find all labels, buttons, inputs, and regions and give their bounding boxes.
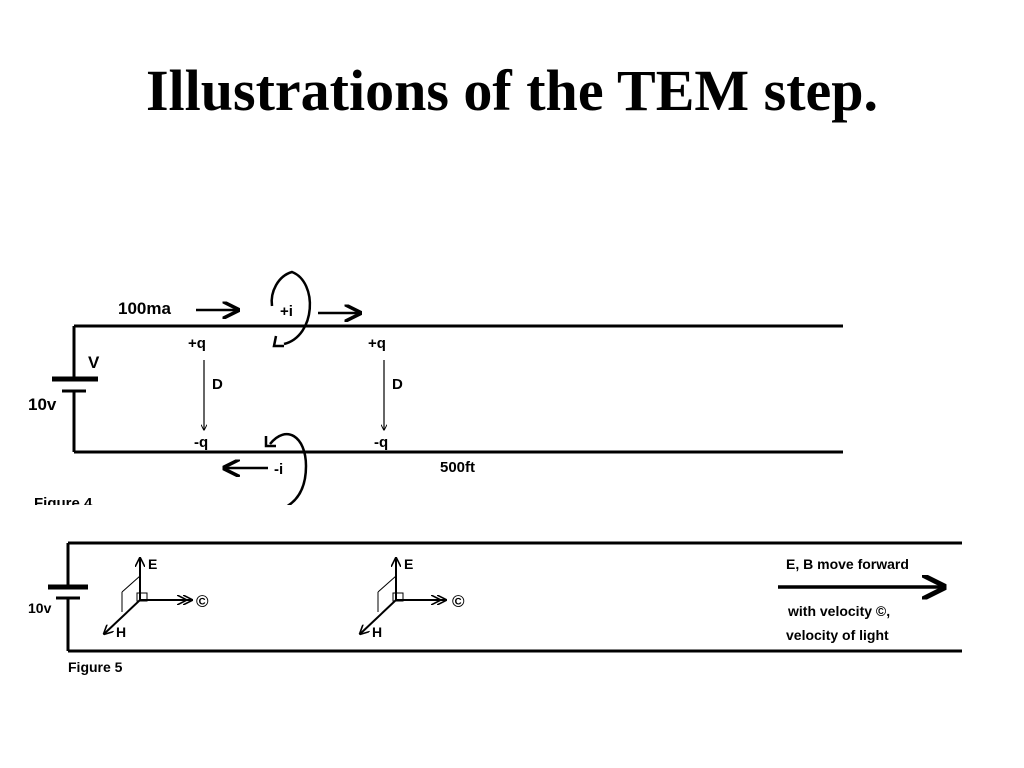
battery-icon (52, 376, 98, 393)
length-label: 500ft (440, 459, 475, 476)
forward-text: E, B move forward (786, 556, 909, 572)
loop-bottom-arrowhead-icon (264, 436, 276, 448)
battery-voltage-5: 10v (28, 600, 52, 616)
battery-label: V (88, 353, 100, 372)
battery-5-icon (48, 584, 88, 600)
corner-box-2 (392, 592, 404, 602)
slide-title: Illustrations of the TEM step. (145, 58, 879, 123)
e-label-2: E (404, 556, 413, 572)
e-label-1: E (148, 556, 157, 572)
minus-q-left: -q (194, 434, 208, 451)
plus-i-label: +i (280, 303, 293, 320)
figure-5: 10v E H © E H © E, B mov (28, 541, 962, 675)
figure-4: V 10v 100ma +i +q D -q +q D -q -i B 500f… (28, 270, 843, 522)
minus-q-right: -q (374, 434, 388, 451)
c-label-1: © (196, 592, 209, 611)
minus-i-label: -i (274, 461, 283, 478)
velocity-text: with velocity ©, (787, 603, 890, 619)
current-label: 100ma (118, 299, 171, 318)
plus-q-right: +q (368, 335, 386, 352)
figure-4-caption: Figure 4 (34, 495, 93, 512)
b-partial-label: B (302, 505, 313, 522)
c-label-2: © (452, 592, 465, 611)
h-arrow-1-icon (104, 599, 141, 634)
d-label-left: D (212, 376, 223, 393)
h-label-2: H (372, 624, 382, 640)
h-arrow-2-icon (360, 599, 397, 634)
battery-voltage: 10v (28, 395, 57, 414)
loop-top-arrowhead-icon (272, 335, 284, 348)
field-axes-1: E H © (104, 556, 209, 640)
h-label-1: H (116, 624, 126, 640)
corner-box-1 (136, 592, 148, 602)
field-axes-2: E H © (360, 556, 465, 640)
figure-5-caption: Figure 5 (68, 659, 123, 675)
magnetic-loop-top-icon (270, 270, 312, 346)
magnetic-loop-bottom-icon (269, 432, 308, 505)
d-label-right: D (392, 376, 403, 393)
plus-q-left: +q (188, 335, 206, 352)
light-text: velocity of light (786, 627, 889, 643)
